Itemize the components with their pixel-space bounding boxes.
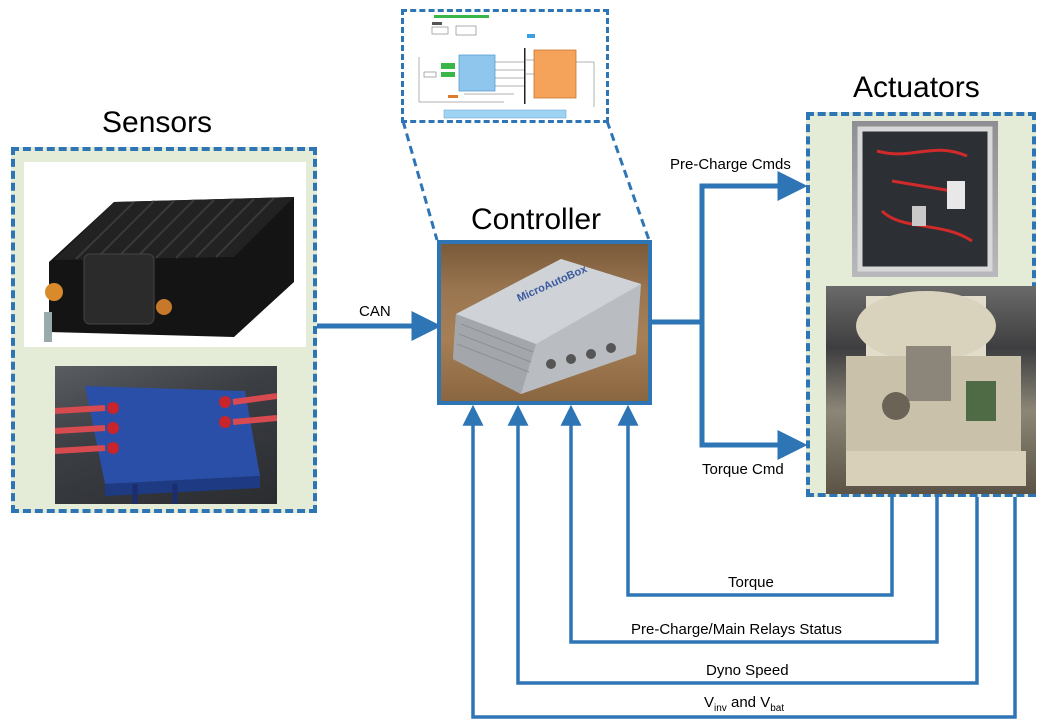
dyno-speed-label: Dyno Speed bbox=[706, 662, 789, 679]
dyno-speed-feedback-arrow bbox=[507, 404, 979, 685]
torque-feedback-arrow bbox=[617, 404, 894, 597]
torque-cmd-label: Torque Cmd bbox=[702, 461, 784, 478]
dynamometer-illustration bbox=[846, 291, 1026, 486]
can-label: CAN bbox=[359, 303, 391, 320]
battery-pack-illustration bbox=[44, 197, 294, 342]
voltage-label: Vinv and Vbat bbox=[704, 694, 785, 714]
controller-title: Controller bbox=[471, 203, 602, 236]
torque-cmd-arrow bbox=[699, 322, 808, 460]
microautobox-image: MicroAutoBox bbox=[441, 244, 648, 401]
actuators-title: Actuators bbox=[853, 71, 980, 104]
relays-status-label: Pre-Charge/Main Relays Status bbox=[631, 621, 842, 638]
actuators-panel bbox=[806, 112, 1036, 497]
inverter-illustration bbox=[55, 386, 277, 504]
voltage-feedback-arrow bbox=[462, 404, 1017, 719]
battery-pack-image bbox=[24, 162, 306, 347]
precharge-cmds-label: Pre-Charge Cmds bbox=[670, 156, 791, 173]
controller-box: MicroAutoBox bbox=[437, 240, 652, 405]
inverter-image bbox=[55, 366, 277, 504]
simulink-model-zoom bbox=[401, 9, 609, 123]
simulink-model-diagram bbox=[418, 15, 595, 119]
dynamometer-image bbox=[826, 286, 1036, 494]
zoom-line-right bbox=[605, 120, 651, 241]
precharge-circuit-illustration bbox=[857, 126, 993, 272]
sensors-title: Sensors bbox=[102, 106, 213, 139]
microautobox-illustration: MicroAutoBox bbox=[453, 259, 641, 394]
torque-label: Torque bbox=[728, 574, 774, 591]
relays-status-feedback-arrow bbox=[560, 404, 939, 644]
sensors-panel bbox=[11, 147, 317, 513]
zoom-line-left bbox=[401, 120, 439, 241]
precharge-circuit-image bbox=[852, 121, 998, 277]
precharge-cmds-arrow bbox=[699, 171, 808, 322]
